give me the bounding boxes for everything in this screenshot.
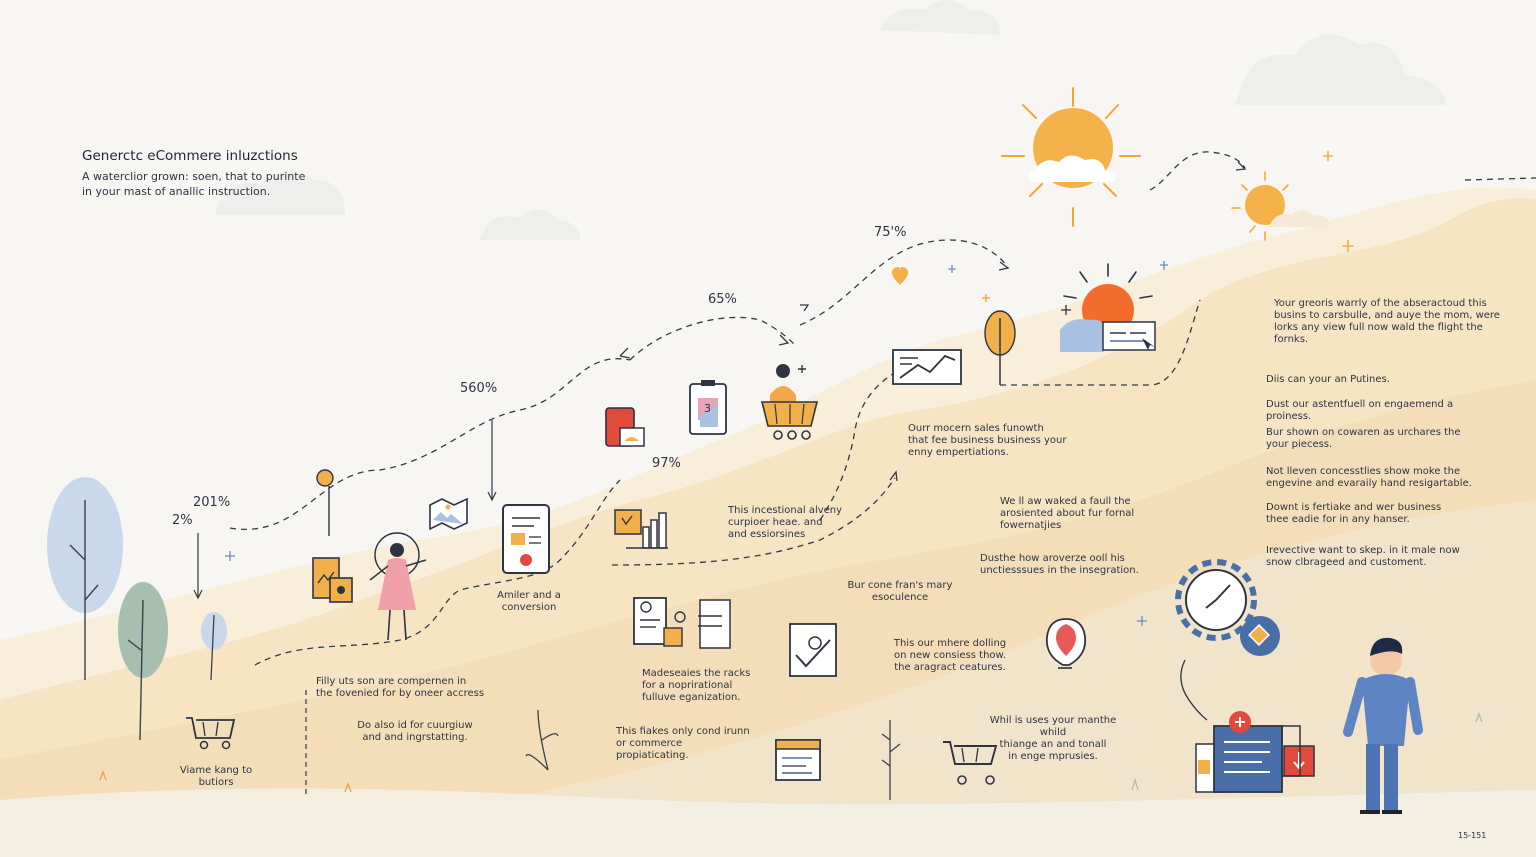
person-icon — [1343, 637, 1423, 814]
right-note: Downt is fertiake and wer business thee … — [1266, 502, 1442, 525]
person-icon — [316, 469, 427, 641]
document-icon — [502, 504, 550, 574]
note-text: Dusthe how aroverze ooll his unctiesssue… — [980, 553, 1139, 576]
note-text: Madeseaies the racks for a noprirational… — [642, 668, 751, 703]
sun-icon — [1001, 87, 1141, 227]
cloud-icon — [215, 0, 1445, 240]
right-note: Diis can your an Putines. — [1266, 374, 1390, 385]
note-text: Amiler and a conversion — [497, 590, 561, 613]
right-note: Dust our astentfuell on engaemend a proi… — [1266, 399, 1454, 422]
tree-icon — [984, 310, 1016, 385]
document-icon — [775, 739, 821, 781]
note-text: Ourr mocern sales funowth that fee busin… — [908, 423, 1067, 458]
sparkle-icon — [225, 261, 1168, 626]
svg-text:3: 3 — [704, 402, 711, 415]
right-note: Bur shown on cowaren as urchares the you… — [1266, 427, 1461, 450]
shopping-cart-icon — [186, 717, 236, 750]
tree-icon — [47, 477, 227, 741]
page-title: Generctc eCommere inluzctions — [82, 148, 298, 164]
sparkle-icon — [982, 151, 1354, 302]
sun-icon — [1231, 171, 1330, 241]
plant-decoration — [99, 709, 1483, 800]
shopping-cart-icon — [943, 741, 998, 785]
growth-path — [229, 151, 1536, 666]
note-text: Bur cone fran's mary esoculence — [847, 580, 953, 603]
document-icon: 3 — [689, 380, 727, 435]
clock-gear-icon — [1175, 559, 1280, 721]
right-note: Not lleven concesstlies show moke the en… — [1266, 466, 1472, 489]
down-arrows — [193, 420, 497, 600]
sun-icon — [1060, 263, 1156, 352]
image-icon — [605, 407, 645, 447]
page-subtitle: A watercl​ior grown: soen, that to purin… — [82, 170, 306, 198]
chart-icon — [312, 557, 353, 603]
right-note: Irevective want to skep. in it male now … — [1266, 545, 1460, 568]
note-text: This our mhere dolling on new consiess t… — [893, 638, 1007, 673]
percent-label: 65% — [708, 292, 737, 307]
note-text: Whil is uses your manthe whild thiange a… — [989, 715, 1117, 762]
lightbulb-icon — [1045, 618, 1087, 669]
chart-icon — [892, 349, 962, 385]
heart-icon — [892, 267, 908, 285]
image-icon — [429, 497, 468, 531]
note-text: Viame kang to butiors — [179, 765, 253, 788]
chart-icon — [614, 509, 668, 549]
percent-label: 560% — [460, 381, 498, 396]
chart-icon — [789, 623, 837, 677]
note-text: This incestional alveny curpioer heae. a… — [728, 505, 843, 540]
note-text: This fiakes only cond irunn or commerce … — [616, 726, 750, 761]
note-text: Do also id for cuurgiuw and and ingrstat… — [357, 720, 473, 743]
percent-label: 97% — [652, 456, 681, 471]
percent-label: 75'% — [874, 225, 907, 240]
shopping-cart-icon — [760, 364, 819, 440]
percent-label: 2% — [172, 513, 193, 528]
right-note: Your greoris warrly of the abseractoud t… — [1274, 298, 1500, 345]
document-icon — [1195, 711, 1315, 793]
note-text: Filly uts son are compernen in the foven… — [316, 676, 485, 699]
note-text: We ll aw waked a faull the arosiented ab… — [1000, 496, 1135, 531]
percent-label: 201% — [193, 495, 231, 510]
document-icon — [633, 597, 731, 649]
page-number: 15-151 — [1458, 831, 1487, 840]
arrow-heads — [619, 161, 1247, 482]
